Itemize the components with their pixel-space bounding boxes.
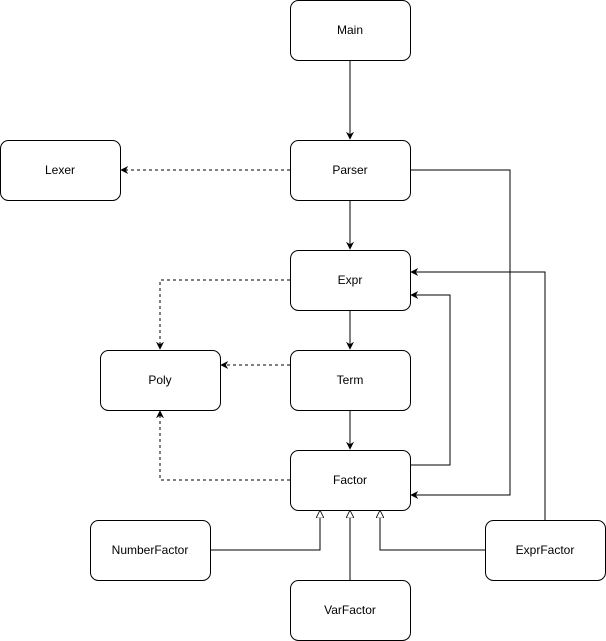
node-term-box xyxy=(290,350,411,411)
node-number-factor: NumberFactor xyxy=(90,520,211,581)
edge-parser-factor xyxy=(410,169,511,499)
node-parser: Parser xyxy=(290,140,411,201)
node-parser-label: Parser xyxy=(332,163,367,177)
node-lexer-box xyxy=(0,140,121,201)
node-parser-box xyxy=(290,140,411,201)
node-term: Term xyxy=(290,350,411,411)
node-poly: Poly xyxy=(100,350,221,411)
node-factor: Factor xyxy=(290,450,411,511)
edge-expr-poly xyxy=(156,279,290,350)
edge-exprfactor-factor xyxy=(380,511,485,551)
node-lexer-label: Lexer xyxy=(45,163,75,177)
node-var-factor: VarFactor xyxy=(290,580,411,641)
node-expr-factor: ExprFactor xyxy=(485,520,606,581)
node-expr-label: Expr xyxy=(338,273,363,287)
node-factor-label: Factor xyxy=(333,473,367,487)
node-expr: Expr xyxy=(290,250,411,311)
node-main: Main xyxy=(290,0,411,61)
edge-factor-expr xyxy=(410,291,451,466)
edge-exprfactor-expr xyxy=(410,268,546,520)
node-main-box xyxy=(290,0,411,61)
node-poly-box xyxy=(100,350,221,411)
node-expr-box xyxy=(290,250,411,311)
node-factor-box xyxy=(290,450,411,511)
node-term-label: Term xyxy=(337,373,364,387)
node-main-label: Main xyxy=(337,23,363,37)
node-lexer: Lexer xyxy=(0,140,121,201)
node-var-factor-label: VarFactor xyxy=(324,603,376,617)
node-number-factor-label: NumberFactor xyxy=(112,543,189,557)
edge-factor-poly xyxy=(156,410,290,481)
node-poly-label: Poly xyxy=(148,373,171,387)
node-number-factor-box xyxy=(90,520,211,581)
node-expr-factor-label: ExprFactor xyxy=(516,543,575,557)
edges xyxy=(120,60,546,580)
edge-numberfactor-factor xyxy=(210,511,320,551)
